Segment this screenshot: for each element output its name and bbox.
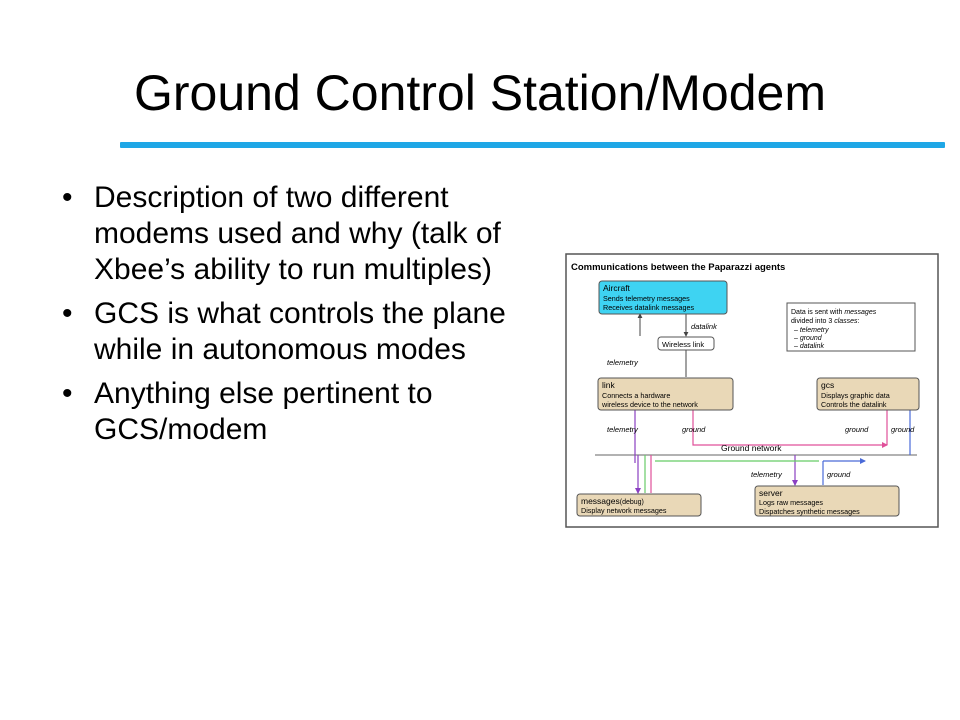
bullet-list: • Description of two different modems use… xyxy=(58,180,528,456)
note-item: – datalink xyxy=(793,343,824,350)
note-text: divided into 3 xyxy=(791,318,832,325)
label-datalink: datalink xyxy=(691,322,718,331)
gcs-title: gcs xyxy=(821,380,834,390)
diagram-title: Communications between the Paparazzi age… xyxy=(571,262,785,273)
bullet-dot-icon: • xyxy=(62,377,73,410)
slide-title: Ground Control Station/Modem xyxy=(133,65,827,121)
bullet-item: • Anything else pertinent to GCS/modem xyxy=(58,376,528,448)
messages-suffix: (debug) xyxy=(620,499,644,506)
note-item: – ground xyxy=(793,335,823,342)
bullet-text: Description of two different modems used… xyxy=(94,181,501,286)
link-box: link Connects a hardware wireless device… xyxy=(597,377,734,411)
note-item: – telemetry xyxy=(793,327,829,334)
svg-text:Data is sent with messages: Data is sent with messages xyxy=(791,309,877,316)
ground-network-label: Ground network xyxy=(721,443,782,453)
message-classes-note: Data is sent with messages divided into … xyxy=(786,302,916,352)
gcs-line: Displays graphic data xyxy=(821,391,890,400)
gcs-line: Controls the datalink xyxy=(821,400,887,409)
link-title: link xyxy=(602,380,616,390)
ground-link-connector xyxy=(692,410,888,448)
messages-box: messages(debug) Display network messages xyxy=(576,493,702,517)
note-text: messages xyxy=(844,309,876,316)
bullet-dot-icon: • xyxy=(62,181,73,214)
label-telemetry-server: telemetry xyxy=(751,470,783,479)
communications-diagram: Communications between the Paparazzi age… xyxy=(565,253,939,528)
aircraft-box: Aircraft Sends telemetry messages Receiv… xyxy=(598,280,728,315)
messages-title: messages xyxy=(581,496,620,506)
svg-text:messages(debug): messages(debug) xyxy=(581,496,644,506)
server-title: server xyxy=(759,488,783,498)
label-telemetry-link: telemetry xyxy=(607,425,639,434)
label-telemetry-top: telemetry xyxy=(607,358,639,367)
label-ground-gcs: ground xyxy=(845,425,869,434)
wireless-link-label: Wireless link xyxy=(662,340,704,349)
note-text: classes xyxy=(834,318,858,325)
link-line: Connects a hardware xyxy=(602,391,670,400)
bullet-text: Anything else pertinent to GCS/modem xyxy=(94,377,433,446)
bullet-item: • Description of two different modems use… xyxy=(58,180,528,288)
label-ground-server: ground xyxy=(827,470,851,479)
aircraft-title: Aircraft xyxy=(603,283,631,293)
messages-line: Display network messages xyxy=(581,506,667,515)
bullet-dot-icon: • xyxy=(62,297,73,330)
server-box: server Logs raw messages Dispatches synt… xyxy=(754,485,900,517)
svg-text:divided into 3 classes:: divided into 3 classes: xyxy=(791,318,860,325)
bullet-text: GCS is what controls the plane while in … xyxy=(94,297,506,366)
title-underline xyxy=(120,142,945,148)
aircraft-line: Receives datalink messages xyxy=(603,303,694,312)
server-line: Logs raw messages xyxy=(759,498,823,507)
label-ground-gcs: ground xyxy=(891,425,915,434)
aircraft-line: Sends telemetry messages xyxy=(603,294,690,303)
bullet-item: • GCS is what controls the plane while in… xyxy=(58,296,528,368)
wireless-link-box: Wireless link xyxy=(657,336,715,351)
note-text: Data is sent with xyxy=(791,309,842,316)
server-line: Dispatches synthetic messages xyxy=(759,507,860,516)
gcs-box: gcs Displays graphic data Controls the d… xyxy=(816,377,920,411)
label-ground-link: ground xyxy=(682,425,706,434)
link-line: wireless device to the network xyxy=(601,400,698,409)
